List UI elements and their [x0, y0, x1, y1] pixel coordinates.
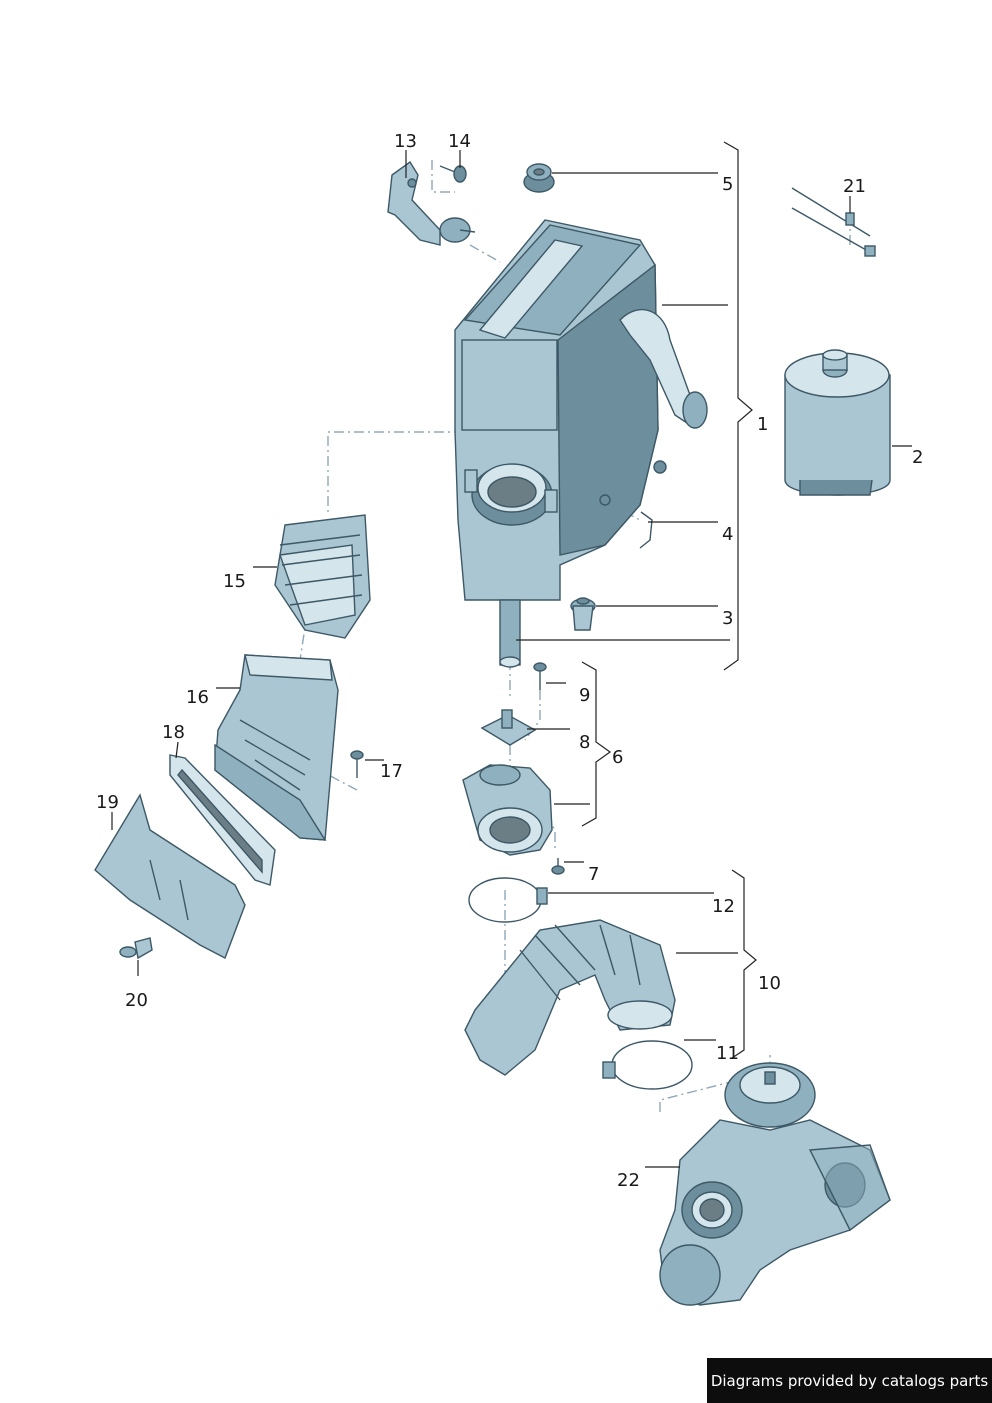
callout-labels: 1 2 3 4 5 6 7 8 9 10 11 12 13 14 15 16 1…: [96, 131, 923, 1191]
callout-18: 18: [162, 722, 185, 743]
callout-4: 4: [722, 524, 733, 545]
callout-10: 10: [758, 973, 781, 994]
callout-12: 12: [712, 896, 735, 917]
air-filter-housing: [454, 219, 708, 668]
callout-15: 15: [223, 571, 246, 592]
callout-6: 6: [612, 747, 623, 768]
callout-5: 5: [722, 174, 733, 195]
callout-7: 7: [588, 864, 599, 885]
callout-1: 1: [757, 414, 768, 435]
intake-hose: [464, 919, 676, 1076]
callout-9: 9: [579, 685, 590, 706]
intake-bellows: [274, 514, 371, 639]
callout-3: 3: [722, 608, 733, 629]
filter-element: [784, 349, 891, 496]
turbocharger: [659, 1062, 891, 1306]
sensor-flange: [480, 709, 537, 746]
callout-14: 14: [448, 131, 471, 152]
callout-19: 19: [96, 792, 119, 813]
bracket-screw: [439, 165, 467, 183]
gasket-frame: [169, 754, 276, 886]
duct-screw: [350, 750, 364, 778]
leader-lines: [111, 150, 912, 1168]
callout-17: 17: [380, 761, 403, 782]
mounting-bracket: [387, 160, 476, 246]
sensor-screw: [533, 662, 547, 690]
callout-11: 11: [716, 1043, 739, 1064]
housing-screw: [551, 858, 565, 875]
cable-ties: [791, 187, 876, 257]
hose-clamp-upper: [468, 877, 548, 923]
air-deflector: [94, 793, 246, 959]
rubber-mount: [523, 163, 555, 193]
credit-banner: Diagrams provided by catalogs parts: [707, 1358, 992, 1403]
callout-21: 21: [843, 176, 866, 197]
mass-air-flow-housing: [462, 764, 553, 856]
plastic-clip: [119, 937, 153, 960]
callout-22: 22: [617, 1170, 640, 1191]
callout-2: 2: [912, 447, 923, 468]
callout-13: 13: [394, 131, 417, 152]
group-braces: [581, 141, 757, 1059]
callout-20: 20: [125, 990, 148, 1011]
hose-clamp-lower: [602, 1040, 693, 1090]
callout-8: 8: [579, 732, 590, 753]
air-intake-duct: [214, 654, 339, 841]
retaining-clip: [639, 511, 653, 549]
callout-16: 16: [186, 687, 209, 708]
rubber-grommet: [570, 597, 596, 631]
